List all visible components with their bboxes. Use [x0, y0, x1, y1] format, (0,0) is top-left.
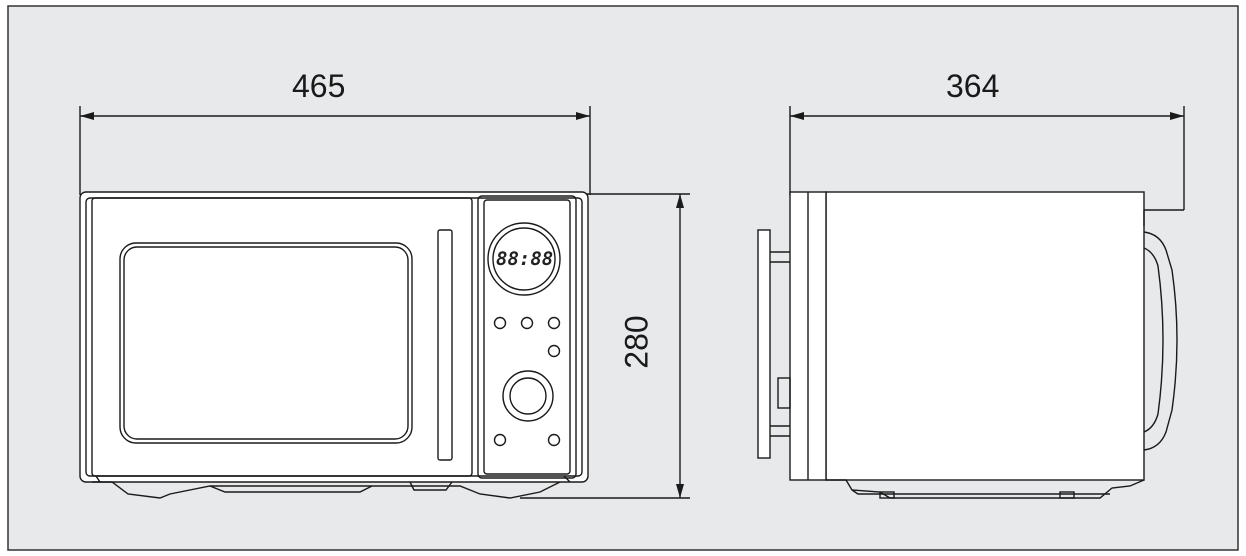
door-panel [91, 197, 473, 477]
height-label: 280 [618, 315, 655, 369]
door-handle [437, 229, 453, 461]
side-handle [757, 229, 771, 459]
side-depth-label: 364 [946, 68, 1000, 104]
control-button [547, 316, 561, 330]
side-depth-dimension [789, 106, 1185, 211]
rear-vent [1143, 231, 1178, 451]
door-window [119, 242, 413, 444]
front-body [79, 191, 589, 483]
side-body [825, 191, 1145, 481]
control-knob [502, 370, 554, 422]
control-button [493, 316, 507, 330]
front-width-dimension [79, 106, 591, 195]
control-button [547, 344, 561, 358]
side-view [757, 191, 1178, 499]
front-view [79, 191, 589, 499]
control-panel [477, 195, 577, 479]
control-button [493, 433, 507, 447]
display-readout: 88:88 [496, 248, 554, 270]
display-bezel [487, 222, 561, 296]
front-width-label: 465 [292, 68, 346, 104]
height-dimension [520, 193, 690, 499]
control-button [547, 433, 561, 447]
control-button [520, 316, 534, 330]
